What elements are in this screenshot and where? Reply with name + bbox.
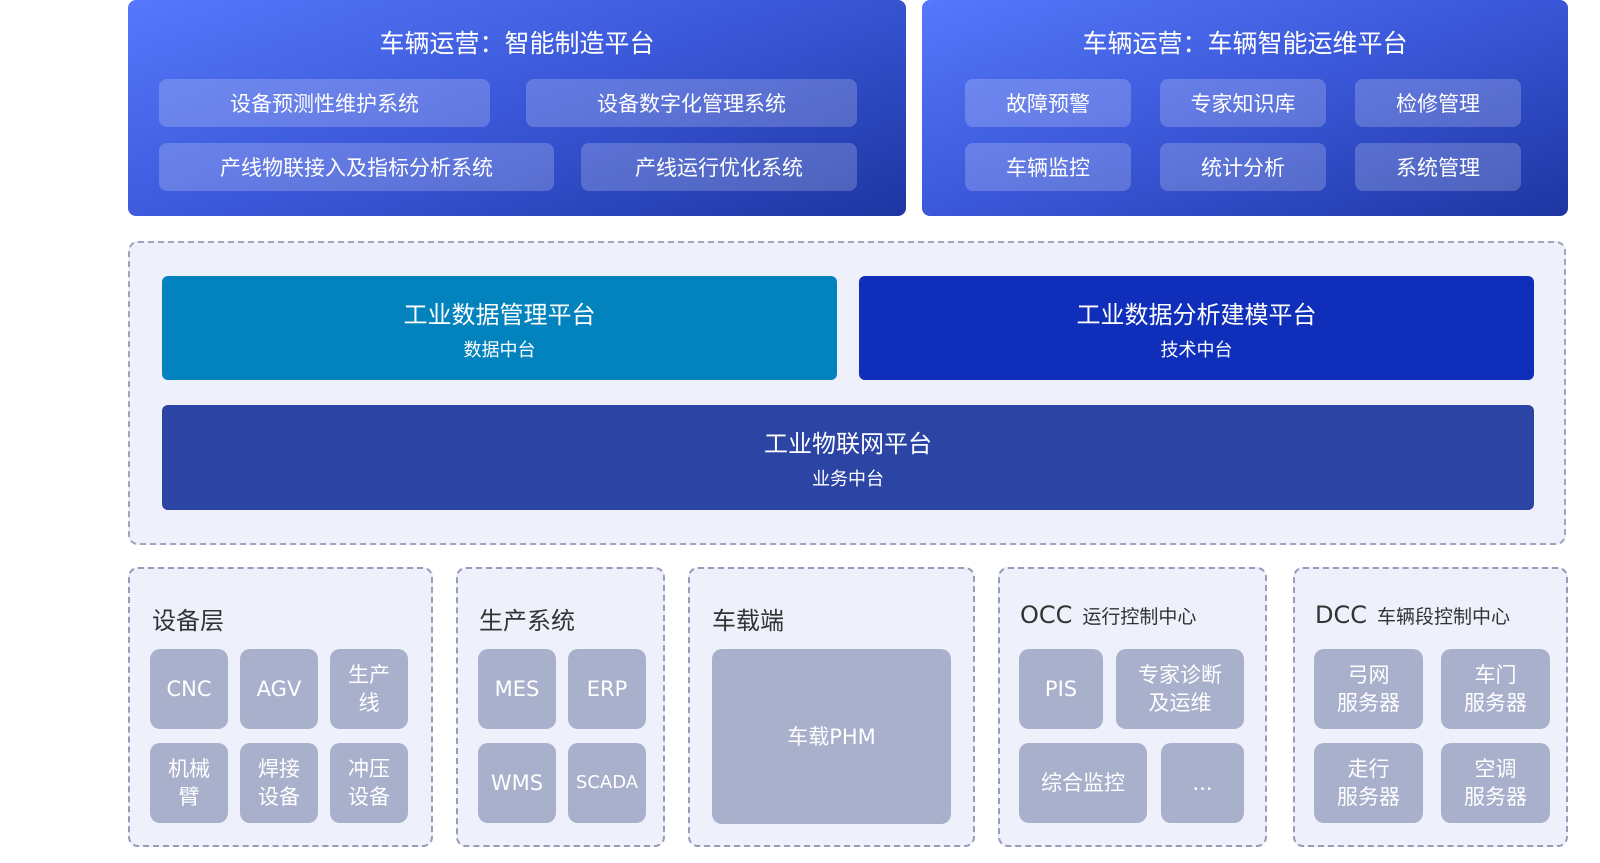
- tile[interactable]: 走行 服务器: [1314, 743, 1423, 823]
- dcc-box: DCC 车辆段控制中心 弓网 服务器 车门 服务器 走行 服务器 空调 服务器: [1293, 567, 1568, 847]
- analysis-modeling-platform[interactable]: 工业数据分析建模平台 技术中台: [859, 276, 1534, 380]
- tile[interactable]: AGV: [240, 649, 318, 729]
- tile[interactable]: 空调 服务器: [1441, 743, 1550, 823]
- tile[interactable]: WMS: [478, 743, 556, 823]
- system-chip[interactable]: 产线物联接入及指标分析系统: [159, 143, 554, 191]
- block-subtitle: 技术中台: [1160, 339, 1233, 361]
- box-title-abbr: DCC: [1315, 601, 1367, 629]
- system-chip[interactable]: 设备数字化管理系统: [526, 79, 857, 127]
- tile[interactable]: 焊接 设备: [240, 743, 318, 823]
- tile[interactable]: 车载PHM: [712, 649, 951, 824]
- tile[interactable]: 专家诊断 及运维: [1116, 649, 1244, 729]
- box-title: OCC 运行控制中心: [1020, 601, 1196, 629]
- system-chip[interactable]: 车辆监控: [965, 143, 1131, 191]
- system-chip[interactable]: 产线运行优化系统: [581, 143, 857, 191]
- box-title: DCC 车辆段控制中心: [1315, 601, 1510, 629]
- tile[interactable]: PIS: [1019, 649, 1103, 729]
- tile[interactable]: ...: [1161, 743, 1244, 823]
- box-subtitle: 车辆段控制中心: [1377, 606, 1511, 628]
- panel-title: 车辆运营：智能制造平台: [379, 29, 655, 58]
- system-chip[interactable]: 故障预警: [965, 79, 1131, 127]
- box-title: 生产系统: [479, 607, 575, 635]
- box-title-abbr: OCC: [1020, 601, 1073, 629]
- device-layer-box: 设备层 CNC AGV 生产 线 机械 臂 焊接 设备 冲压 设备: [128, 567, 433, 847]
- vehicle-onboard-box: 车载端 车载PHM: [688, 567, 975, 847]
- system-chip[interactable]: 专家知识库: [1160, 79, 1326, 127]
- maintenance-platform-panel: 车辆运营：车辆智能运维平台 故障预警 专家知识库 检修管理 车辆监控 统计分析 …: [922, 0, 1568, 216]
- box-title: 车载端: [712, 607, 784, 635]
- system-chip[interactable]: 设备预测性维护系统: [159, 79, 490, 127]
- tile[interactable]: 机械 臂: [150, 743, 228, 823]
- tile[interactable]: ERP: [568, 649, 646, 729]
- data-management-platform[interactable]: 工业数据管理平台 数据中台: [162, 276, 837, 380]
- system-chip[interactable]: 统计分析: [1160, 143, 1326, 191]
- system-chip[interactable]: 检修管理: [1355, 79, 1521, 127]
- box-title: 设备层: [152, 607, 224, 635]
- iot-platform[interactable]: 工业物联网平台 业务中台: [162, 405, 1534, 510]
- tile[interactable]: SCADA: [568, 743, 646, 823]
- block-title: 工业数据管理平台: [403, 300, 596, 329]
- block-title: 工业物联网平台: [764, 430, 932, 458]
- tile[interactable]: 冲压 设备: [330, 743, 408, 823]
- tile[interactable]: 车门 服务器: [1441, 649, 1550, 729]
- system-chip[interactable]: 系统管理: [1355, 143, 1521, 191]
- manufacturing-platform-panel: 车辆运营：智能制造平台 设备预测性维护系统 设备数字化管理系统 产线物联接入及指…: [128, 0, 906, 216]
- tile[interactable]: 生产 线: [330, 649, 408, 729]
- production-system-box: 生产系统 MES ERP WMS SCADA: [456, 567, 665, 847]
- panel-title: 车辆运营：车辆智能运维平台: [1082, 29, 1408, 58]
- box-subtitle: 运行控制中心: [1082, 606, 1197, 628]
- block-subtitle: 数据中台: [463, 339, 536, 361]
- block-title: 工业数据分析建模平台: [1076, 300, 1317, 329]
- block-subtitle: 业务中台: [812, 469, 884, 490]
- tile[interactable]: 综合监控: [1019, 743, 1147, 823]
- occ-box: OCC 运行控制中心 PIS 专家诊断 及运维 综合监控 ...: [998, 567, 1267, 847]
- tile[interactable]: 弓网 服务器: [1314, 649, 1423, 729]
- tile[interactable]: CNC: [150, 649, 228, 729]
- tile[interactable]: MES: [478, 649, 556, 729]
